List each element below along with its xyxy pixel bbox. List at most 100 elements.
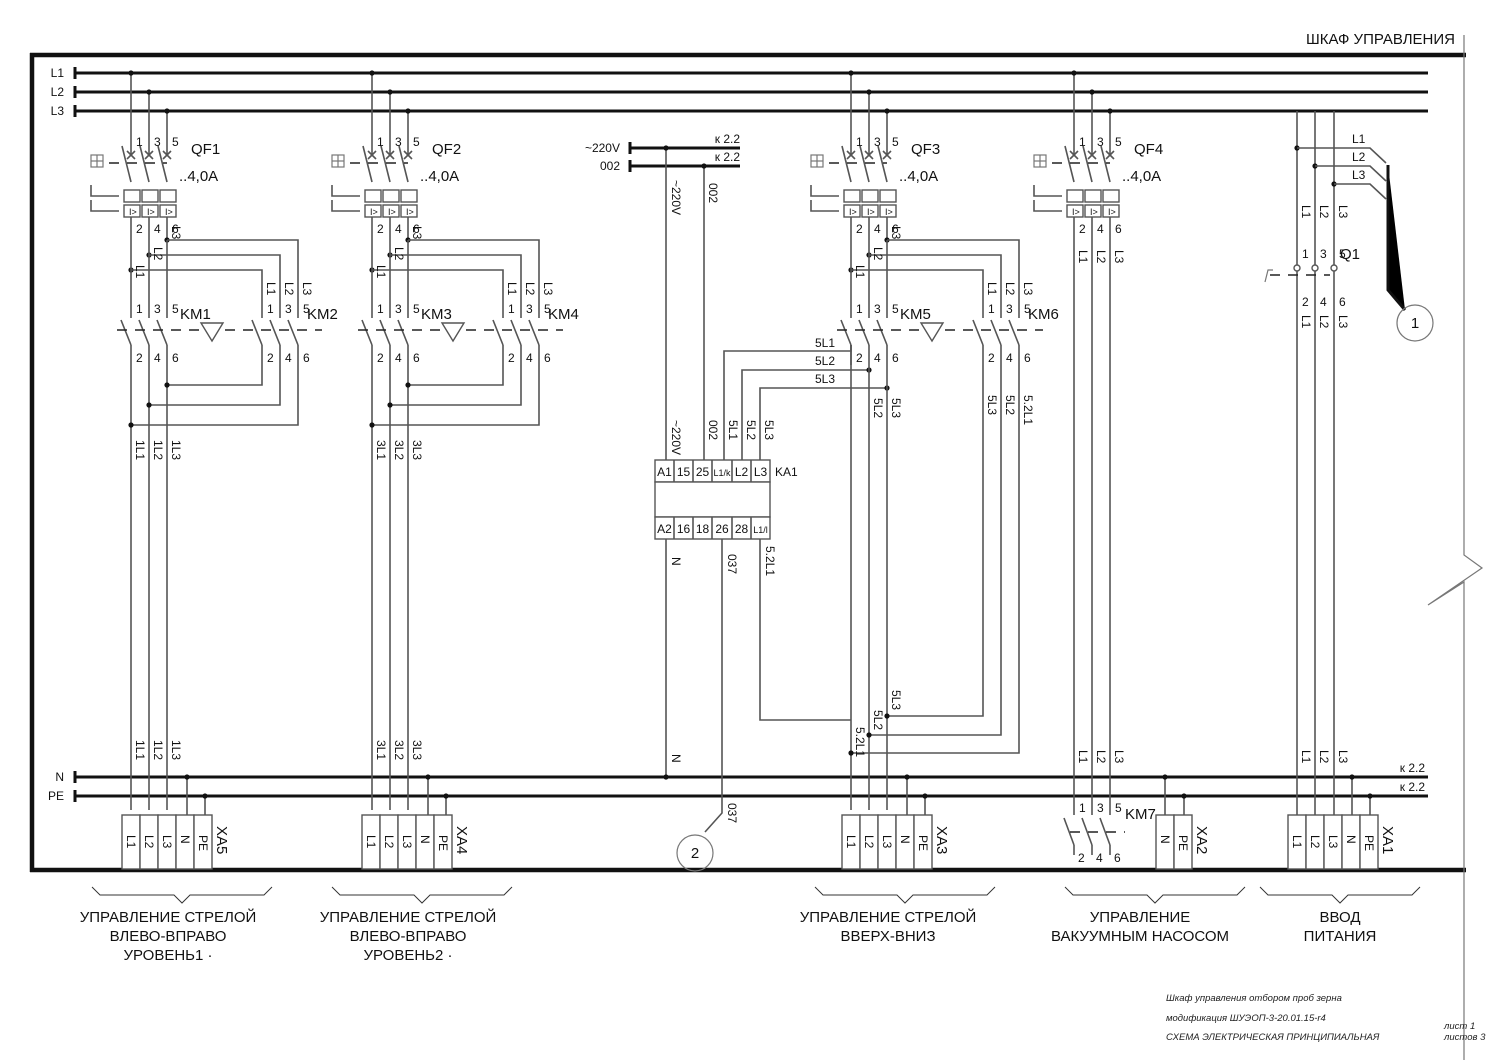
junction-dot — [1162, 774, 1168, 780]
group-bracket — [91, 886, 273, 904]
junction-dot — [369, 70, 375, 76]
terminal-label: L2 — [142, 835, 156, 849]
breaker-cross — [882, 150, 892, 160]
reversing-feed-wire — [408, 239, 540, 300]
overcurrent-symbol: I> — [370, 207, 378, 217]
caption-group-1: УПРАВЛЕНИЕ СТРЕЛОЙ ВЛЕВО-ВПРАВО УРОВЕНЬ1… — [68, 908, 268, 965]
wire-label: ~220V — [669, 180, 683, 215]
title-line-3: СХЕМА ЭЛЕКТРИЧЕСКАЯ ПРИНЦИПИАЛЬНАЯ — [1166, 1032, 1380, 1043]
terminal-block-id: XA4 — [453, 826, 470, 854]
terminal-number: 5 — [413, 302, 420, 316]
terminal-number: 1 — [508, 302, 515, 316]
wire-label: 1L1 — [133, 740, 147, 760]
breaker-cross — [403, 150, 413, 160]
overcurrent-symbol: I> — [147, 207, 155, 217]
terminal-number: 4 — [395, 222, 402, 236]
reversing-feed-wire — [869, 254, 1002, 300]
terminal-label: L1 — [1290, 835, 1304, 849]
terminal-number: 4 — [526, 351, 533, 365]
terminal-number: 4 — [874, 351, 881, 365]
breaker-contact — [139, 145, 150, 183]
junction-dot — [405, 108, 411, 114]
junction-dot — [1181, 793, 1187, 799]
reversing-feed-wire — [372, 269, 504, 300]
control-bus-label: ~220V — [585, 141, 620, 155]
wire-label: 5L1 — [815, 336, 835, 350]
wire-label: L2 — [1317, 205, 1331, 219]
junction-dot — [128, 70, 134, 76]
terminal-number: 2 — [1302, 295, 1309, 309]
terminal-block-id: XA1 — [1379, 826, 1396, 854]
contactor-id: KM7 — [1125, 806, 1156, 823]
wire-label: L1 — [505, 282, 519, 296]
caption-group-3: УПРАВЛЕНИЕ СТРЕЛОЙ ВВЕРХ-ВНИЗ — [788, 908, 988, 946]
magnetic-release — [382, 204, 400, 218]
contactor-id: KM1 — [180, 306, 211, 323]
release-link — [1033, 185, 1062, 197]
leader-line — [704, 800, 723, 833]
terminal-label: L1 — [844, 835, 858, 849]
wire-label: L2 — [392, 247, 406, 261]
terminal-number: 6 — [172, 351, 179, 365]
switch-terminal — [1311, 264, 1319, 272]
wire-label: 5L2 — [1003, 395, 1017, 415]
terminal-label: PE — [196, 835, 210, 851]
breaker-rating: ..4,0A — [899, 168, 938, 185]
reversing-feed-wire — [851, 269, 984, 300]
terminal-number: 1 — [988, 302, 995, 316]
junction-dot — [128, 422, 134, 428]
wire-label: L3 — [1336, 315, 1350, 329]
wire-label: 5.2L1 — [1021, 395, 1035, 425]
wire-label: 3L1 — [374, 740, 388, 760]
cross-reference: к 2.2 — [1400, 780, 1426, 794]
interlock-symbol — [199, 322, 225, 343]
sheet-count: листов 3 — [1444, 1032, 1486, 1043]
wire-5l3 — [759, 387, 887, 460]
terminal-cell — [913, 814, 933, 870]
junction-dot — [1071, 70, 1077, 76]
magnetic-release — [364, 204, 382, 218]
thermal-release — [879, 189, 897, 203]
terminal-number: 3 — [395, 302, 402, 316]
junction-dot — [146, 89, 152, 95]
terminal-label: N — [178, 835, 192, 844]
wire-label: 037 — [725, 803, 739, 823]
wire-label: L1 — [1352, 132, 1366, 146]
thermal-release — [843, 189, 861, 203]
overcurrent-symbol: I> — [129, 207, 137, 217]
release-link — [90, 185, 119, 197]
reversing-feed-wire — [149, 254, 281, 300]
terminal-number: 6 — [1339, 295, 1346, 309]
bus-label-n: N — [55, 770, 64, 784]
terminal-number: 5 — [892, 135, 899, 149]
wire-label: L1 — [374, 265, 388, 279]
overcurrent-symbol: I> — [849, 207, 857, 217]
terminal-number: 6 — [892, 351, 899, 365]
thermal-release — [382, 189, 400, 203]
breaker-cross — [864, 150, 874, 160]
magnetic-release — [879, 204, 897, 218]
terminal-number: 5 — [172, 135, 179, 149]
reference-number: 2 — [691, 845, 699, 862]
thermal-release — [1102, 189, 1120, 203]
wire-label: L3 — [1352, 168, 1366, 182]
terminal-number: 5 — [892, 302, 899, 316]
wire-label: L1 — [1299, 315, 1313, 329]
contactor-contact — [840, 319, 852, 346]
terminal-number: 6 — [1114, 851, 1121, 865]
terminal-number: 1 — [136, 302, 143, 316]
magnetic-release — [141, 204, 159, 218]
terminal-number: 3 — [395, 135, 402, 149]
junction-dot — [904, 774, 910, 780]
terminal-label: N — [1344, 835, 1358, 844]
wire-label: N — [669, 754, 683, 763]
contactor-id: KM3 — [421, 306, 452, 323]
wire-label: L2 — [1317, 750, 1331, 764]
junction-dot — [1107, 108, 1113, 114]
terminal-number: 4 — [1320, 295, 1327, 309]
cabinet-title: ШКАФ УПРАВЛЕНИЯ — [1306, 31, 1455, 48]
terminal-block-id: XA5 — [213, 826, 230, 854]
cabinet-frame-right-break — [1427, 35, 1484, 1060]
control-bus-label: 002 — [600, 159, 620, 173]
contactor-contact — [287, 319, 299, 346]
